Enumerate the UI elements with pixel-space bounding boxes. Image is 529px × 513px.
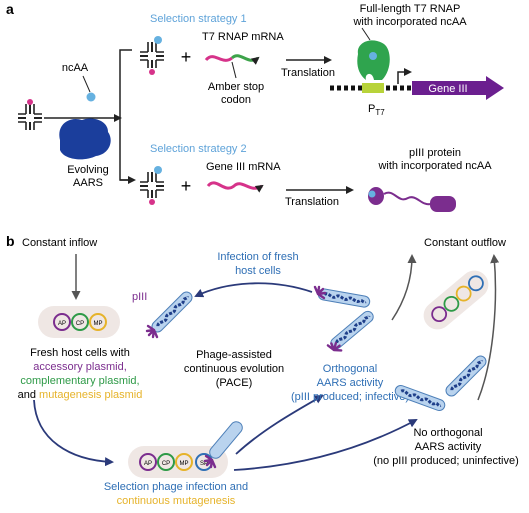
ncaa-dot-icon — [86, 92, 96, 102]
no-orthogonal-line2: AARS activity — [415, 441, 482, 453]
evolving-aars-line2: AARS — [73, 177, 103, 189]
full-length-t7-line2: with incorporated ncAA — [352, 16, 467, 28]
plus-sign-2: + — [181, 176, 192, 196]
amber-leader — [231, 61, 237, 79]
outflow-cell-icon — [423, 270, 489, 330]
infection-fresh-line2: host cells — [235, 265, 281, 277]
fresh-host-line1: Fresh host cells with — [30, 347, 130, 359]
panel-b-label: b — [6, 233, 15, 249]
no-orthogonal-line3: (no pIII produced; uninfective) — [373, 455, 519, 467]
complementary-plasmid-label: complementary plasmid, — [20, 375, 139, 387]
strategy2-title: Selection strategy 2 — [150, 143, 247, 155]
fresh-host-cell-icon: AP CP MP — [38, 306, 120, 338]
no-orthogonal-line1: No orthogonal — [413, 427, 482, 439]
piii-tail-top-icon — [313, 285, 327, 300]
piii-protein-line1: pIII protein — [409, 147, 461, 159]
trna-charged-icon-1 — [139, 36, 165, 75]
incoming-phage-icon — [209, 421, 243, 459]
pace-line1: Phage-assisted — [196, 349, 272, 361]
translation-label-1: Translation — [281, 67, 335, 79]
translation-label-2: Translation — [285, 196, 339, 208]
outflow-arrow-1 — [391, 254, 417, 321]
infection-return-arrow — [194, 282, 313, 298]
constant-outflow-label: Constant outflow — [424, 237, 506, 249]
t7-mrna-label: T7 RNAP mRNA — [202, 31, 284, 43]
panel-a-label: a — [6, 1, 14, 17]
svg-text:MP: MP — [94, 321, 103, 327]
piii-protein-line2: with incorporated ncAA — [377, 160, 492, 172]
to-orthogonal-arrow — [235, 395, 324, 455]
to-no-orthogonal-arrow — [233, 419, 418, 471]
trna-charged-icon-2 — [139, 166, 165, 205]
selection-phage-label: Selection phage infection and — [104, 481, 248, 493]
svg-text:SP: SP — [200, 461, 208, 467]
orthogonal-line2: AARS activity — [317, 377, 384, 389]
branch-bracket — [92, 49, 132, 181]
ncaa-label: ncAA — [62, 62, 89, 74]
strategy1-title: Selection strategy 1 — [150, 13, 247, 25]
gene-iii-label: Gene III — [428, 83, 467, 95]
aars-enzyme-icon — [59, 118, 111, 160]
piii-protein-icon — [368, 187, 456, 212]
t7-leader — [361, 27, 371, 41]
svg-text:CP: CP — [162, 461, 170, 467]
svg-text:AP: AP — [144, 461, 152, 467]
amber-stop-line1: Amber stop — [208, 81, 264, 93]
svg-text:AP: AP — [58, 321, 66, 327]
infected-cell-icon: AP CP MP SP — [128, 446, 228, 478]
orthogonal-line1: Orthogonal — [323, 363, 377, 375]
pace-line2: continuous evolution — [184, 363, 284, 375]
svg-text:CP: CP — [76, 321, 84, 327]
evolving-aars-line1: Evolving — [67, 164, 109, 176]
amber-stop-line2: codon — [221, 94, 251, 106]
infective-phage-top-icon — [315, 286, 373, 310]
promoter-label: PT7 — [368, 103, 385, 117]
t7-mrna-pink-icon — [204, 55, 233, 62]
constant-inflow-label: Constant inflow — [22, 237, 97, 249]
outflow-arrow-2 — [477, 254, 500, 401]
gene-iii-mrna-label: Gene III mRNA — [206, 161, 281, 173]
svg-text:MP: MP — [180, 461, 189, 467]
t7-rnap-icon — [357, 40, 390, 80]
trna-left-icon — [17, 99, 43, 131]
piii-label: pIII — [132, 291, 147, 303]
dna-strand — [330, 83, 420, 93]
accessory-plasmid-label: accessory plasmid, — [33, 361, 127, 373]
full-length-t7-line1: Full-length T7 RNAP — [360, 3, 461, 15]
gene-iii-mrna-icon — [206, 181, 264, 193]
infective-phage-left-icon — [148, 288, 196, 336]
host-to-selection-arrow — [33, 399, 114, 467]
mutagenesis-line: and mutagenesis plasmid — [18, 389, 143, 401]
orthogonal-line3: (pIII produced; infective) — [291, 391, 409, 403]
continuous-mutagenesis-label: continuous mutagenesis — [117, 495, 236, 507]
infection-fresh-line1: Infection of fresh — [217, 251, 298, 263]
pace-line3: (PACE) — [216, 377, 252, 389]
gene-iii-arrow — [412, 76, 504, 100]
ncaa-leader — [82, 75, 91, 93]
t7-mrna-green-icon — [230, 54, 260, 65]
promoter-arrow — [397, 68, 412, 84]
plus-sign-1: + — [181, 47, 192, 67]
